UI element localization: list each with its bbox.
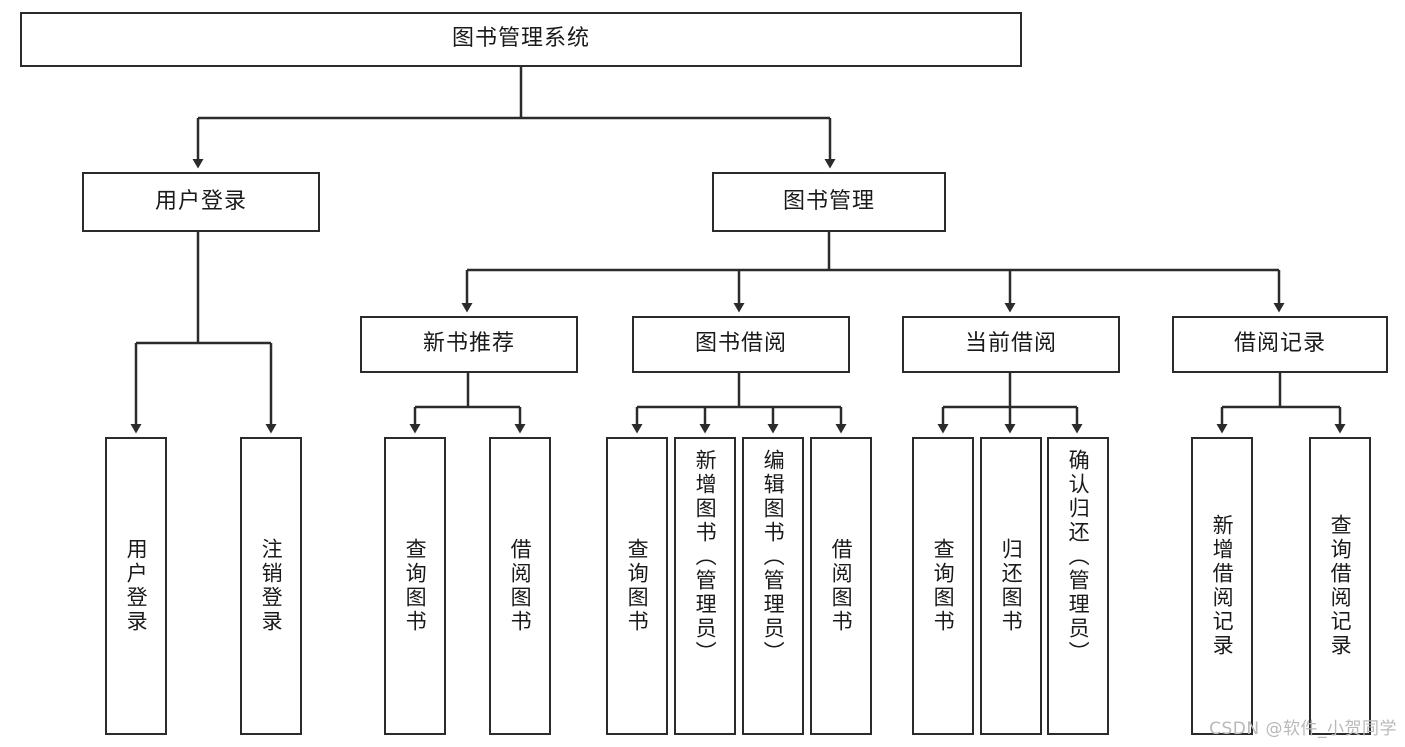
leaf-query-book-3[interactable]: 查询图书 xyxy=(912,437,974,735)
node-label: 查询图书 xyxy=(403,538,428,634)
node-label: 新增借阅记录 xyxy=(1210,514,1235,658)
leaf-add-book[interactable]: 新增图书（管理员） xyxy=(674,437,736,735)
leaf-query-record[interactable]: 查询借阅记录 xyxy=(1309,437,1371,735)
node-label: 图书管理系统 xyxy=(451,26,590,52)
node-label: 借阅图书 xyxy=(829,538,854,634)
node-label: 借阅图书 xyxy=(508,538,533,634)
leaf-edit-book[interactable]: 编辑图书（管理员） xyxy=(742,437,804,735)
leaf-confirm-return[interactable]: 确认归还（管理员） xyxy=(1047,437,1109,735)
node-root-system[interactable]: 图书管理系统 xyxy=(20,12,1022,67)
node-label: 用户登录 xyxy=(154,188,247,214)
leaf-add-record[interactable]: 新增借阅记录 xyxy=(1191,437,1253,735)
node-label: 查询借阅记录 xyxy=(1328,514,1353,658)
leaf-query-book-2[interactable]: 查询图书 xyxy=(606,437,668,735)
node-label: 查询图书 xyxy=(931,538,956,634)
node-label: 注销登录 xyxy=(259,538,284,634)
node-label: 图书管理 xyxy=(782,188,875,214)
node-user-login[interactable]: 用户登录 xyxy=(82,172,320,232)
node-label: 归还图书 xyxy=(999,538,1024,634)
leaf-logout[interactable]: 注销登录 xyxy=(240,437,302,735)
node-label: 借阅记录 xyxy=(1233,331,1326,357)
node-label: 当前借阅 xyxy=(964,331,1057,357)
csdn-watermark: CSDN @软件_小贺同学 xyxy=(1209,719,1397,739)
node-label: 用户登录 xyxy=(124,538,149,634)
node-label: 编辑图书（管理员） xyxy=(761,449,786,665)
node-label: 新书推荐 xyxy=(422,331,515,357)
node-label: 图书借阅 xyxy=(694,331,787,357)
node-label: 查询图书 xyxy=(625,538,650,634)
node-label: 新增图书（管理员） xyxy=(693,449,718,665)
node-current-borrow[interactable]: 当前借阅 xyxy=(902,316,1120,373)
leaf-user-login[interactable]: 用户登录 xyxy=(105,437,167,735)
node-new-book-recommend[interactable]: 新书推荐 xyxy=(360,316,578,373)
leaf-query-book-1[interactable]: 查询图书 xyxy=(384,437,446,735)
leaf-borrow-book-1[interactable]: 借阅图书 xyxy=(489,437,551,735)
node-book-manage[interactable]: 图书管理 xyxy=(712,172,946,232)
leaf-return-book[interactable]: 归还图书 xyxy=(980,437,1042,735)
leaf-borrow-book-2[interactable]: 借阅图书 xyxy=(810,437,872,735)
node-label: 确认归还（管理员） xyxy=(1066,449,1091,665)
node-book-borrow[interactable]: 图书借阅 xyxy=(632,316,850,373)
node-borrow-record[interactable]: 借阅记录 xyxy=(1172,316,1388,373)
